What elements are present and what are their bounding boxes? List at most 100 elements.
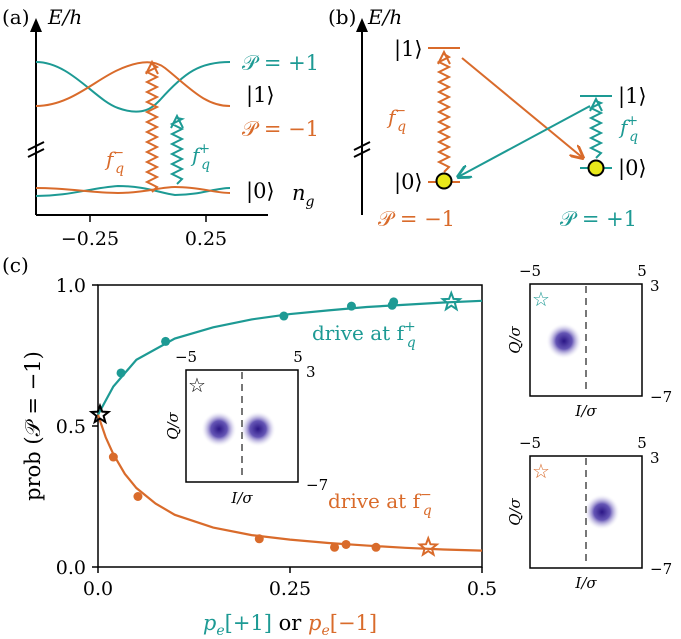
y-tick-label-1: 0.5 bbox=[56, 416, 86, 438]
panel-a-state-1-label: |1⟩ bbox=[246, 83, 275, 108]
inset-bottom-right-ymax: 3 bbox=[650, 449, 660, 467]
inset-top-right-xmax: 5 bbox=[637, 262, 647, 280]
panel-a-axis-break bbox=[27, 141, 45, 158]
inset-bottom-right: ☆ −5 5 3 −7 I/σ Q/σ bbox=[506, 434, 672, 592]
inset-bottom-right-xmax: 5 bbox=[637, 434, 647, 452]
panel-b-left-state-1: |1⟩ bbox=[394, 37, 423, 62]
panel-a-lower-orange-band bbox=[35, 185, 231, 195]
inset-top-right-ymin: −7 bbox=[650, 388, 672, 406]
panel-a-parity-plus-label: 𝒫 = +1 bbox=[242, 51, 319, 75]
inset-center-xmax: 5 bbox=[293, 348, 303, 366]
panel-b-fq-minus-label: f−q bbox=[386, 103, 406, 135]
x-tick-label-2: 0.5 bbox=[467, 578, 497, 600]
panel-a-fq-plus-arrow bbox=[169, 117, 186, 185]
data-point-series-1-3 bbox=[330, 542, 340, 552]
panel-c-fit-curves bbox=[96, 299, 483, 552]
panel-a-lower-teal-band bbox=[35, 184, 231, 197]
inset-center-blob-right bbox=[240, 411, 276, 447]
data-point-series-1-0 bbox=[108, 452, 118, 462]
panel-a-upper-orange-band bbox=[35, 61, 231, 107]
panel-a-fq-plus-arrowhead bbox=[170, 113, 184, 129]
panel-c-drive-plus-label: drive at f+q bbox=[312, 319, 416, 351]
inset-center-ymax: 3 bbox=[306, 363, 316, 381]
panel-a-y-arrowhead bbox=[30, 18, 42, 32]
panel-a: (a) E/h −0.25 0.25 f−q f+q 𝒫 = +1 |1⟩ 𝒫 … bbox=[2, 5, 319, 250]
panel-c-y-axis-label: prob (𝒫 = −1) bbox=[21, 351, 45, 501]
fit-curve-series-1 bbox=[96, 414, 483, 552]
panel-a-x-axis-label: ng bbox=[292, 181, 315, 210]
panel-b-axis-title: E/h bbox=[367, 5, 402, 29]
star-marker-series-1 bbox=[416, 535, 440, 557]
panel-c-label: (c) bbox=[2, 253, 29, 277]
panel-b-teal-transfer-arrow bbox=[458, 105, 591, 177]
data-point-series-1-2 bbox=[254, 534, 264, 544]
panel-a-fq-minus-label: f−q bbox=[104, 145, 124, 177]
panel-b-label: (b) bbox=[328, 5, 356, 29]
panel-b-left-population-dot bbox=[435, 172, 453, 190]
inset-top-right-ymax: 3 bbox=[650, 277, 660, 295]
inset-center-xlabel: I/σ bbox=[230, 489, 253, 507]
panel-a-tick-label-right: 0.25 bbox=[185, 228, 227, 250]
y-tick-label-2: 1.0 bbox=[56, 275, 86, 297]
inset-bottom-right-blob bbox=[584, 494, 620, 530]
panel-b-right-state-1: |1⟩ bbox=[618, 84, 647, 109]
y-tick-label-0: 0.0 bbox=[56, 557, 86, 579]
panel-b-fq-minus-arrow bbox=[436, 53, 452, 173]
panel-b-axis-break bbox=[353, 141, 371, 158]
panel-b-left-state-0: |0⟩ bbox=[394, 170, 423, 195]
inset-center-ymin: −7 bbox=[306, 476, 328, 494]
panel-b-fq-plus-arrow bbox=[588, 100, 604, 159]
x-tick-label-1: 0.25 bbox=[269, 578, 311, 600]
data-point-series-1-4 bbox=[341, 539, 351, 549]
fit-curve-series-0 bbox=[97, 299, 483, 416]
inset-bottom-right-ylabel: Q/σ bbox=[506, 497, 524, 525]
panel-b: (b) E/h |1⟩ |0⟩ |1⟩ |0⟩ f−q f+q 𝒫 = −1 𝒫… bbox=[328, 5, 647, 231]
panel-a-upper-teal-band bbox=[35, 61, 231, 113]
panel-b-y-arrowhead bbox=[356, 18, 368, 32]
panel-a-label: (a) bbox=[2, 5, 30, 29]
inset-bottom-right-star: ☆ bbox=[532, 459, 550, 483]
panel-a-fq-plus-label: f+q bbox=[190, 141, 210, 173]
data-point-series-0-5 bbox=[389, 297, 399, 307]
panel-b-parity-minus-label: 𝒫 = −1 bbox=[378, 207, 455, 231]
inset-bottom-right-xmin: −5 bbox=[519, 434, 541, 452]
inset-center-ylabel: Q/σ bbox=[164, 411, 182, 439]
star-marker-start bbox=[88, 402, 112, 425]
panel-c-ticks: 0.0 0.5 1.0 0.0 0.25 0.5 bbox=[56, 275, 497, 600]
data-point-series-0-2 bbox=[279, 311, 289, 321]
data-point-series-1-1 bbox=[133, 492, 143, 501]
panel-a-fq-minus-arrowhead bbox=[145, 59, 159, 75]
data-point-series-0-3 bbox=[346, 301, 356, 311]
panel-a-state-0-label: |0⟩ bbox=[246, 179, 275, 204]
data-point-series-0-1 bbox=[161, 336, 171, 346]
inset-center-blob-left bbox=[201, 411, 237, 447]
panel-b-right-population-dot bbox=[587, 159, 605, 177]
panel-c: (c) prob (𝒫 = −1) 0.0 0.5 1.0 0.0 0.25 0.5 dr… bbox=[2, 253, 672, 639]
data-point-series-0-0 bbox=[116, 368, 126, 378]
panel-b-orange-transfer-arrow bbox=[461, 57, 583, 158]
panel-a-tick-label-left: −0.25 bbox=[61, 228, 119, 250]
data-point-series-1-5 bbox=[371, 542, 381, 552]
panel-c-drive-minus-label: drive at f−q bbox=[328, 487, 432, 519]
star-marker-series-0 bbox=[440, 290, 463, 312]
panel-b-right-state-0: |0⟩ bbox=[618, 156, 647, 181]
inset-center-xmin: −5 bbox=[175, 348, 197, 366]
inset-top-right: ☆ −5 5 3 −7 I/σ Q/σ bbox=[506, 262, 672, 420]
panel-b-fq-plus-label: f+q bbox=[618, 113, 638, 145]
panel-b-fq-plus-arrowhead bbox=[589, 96, 603, 112]
inset-top-right-blob bbox=[546, 323, 582, 359]
x-tick-label-0: 0.0 bbox=[83, 578, 113, 600]
panel-c-data-points bbox=[88, 290, 463, 557]
panel-b-parity-plus-label: 𝒫 = +1 bbox=[560, 207, 637, 231]
inset-center-star: ☆ bbox=[188, 373, 206, 397]
inset-center: ☆ −5 5 3 −7 I/σ Q/σ bbox=[164, 348, 328, 507]
panel-b-fq-minus-arrowhead bbox=[437, 49, 451, 65]
inset-top-right-star: ☆ bbox=[532, 287, 550, 311]
inset-bottom-right-xlabel: I/σ bbox=[574, 574, 597, 592]
inset-bottom-right-ymin: −7 bbox=[650, 560, 672, 578]
panel-a-parity-minus-label: 𝒫 = −1 bbox=[242, 117, 319, 141]
inset-top-right-xlabel: I/σ bbox=[574, 402, 597, 420]
inset-top-right-ylabel: Q/σ bbox=[506, 325, 524, 353]
